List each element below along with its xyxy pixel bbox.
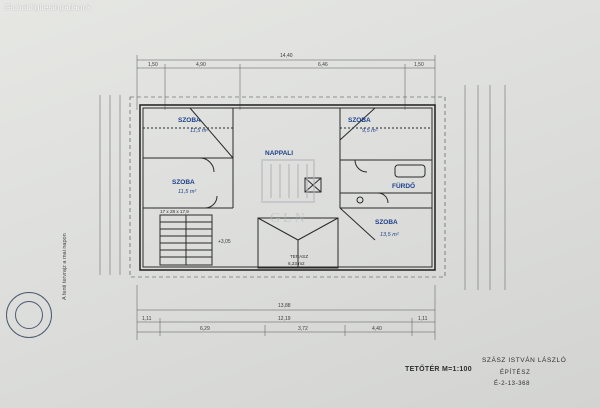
architect-reg: É-2-13-368 <box>494 381 531 387</box>
dim-top-b: 4,90 <box>196 62 206 68</box>
room-label-szoba3: SZOBA <box>172 179 195 186</box>
dim-bottom-a: 6,29 <box>200 326 210 332</box>
room-area-szoba3: 11,5 m² <box>178 189 196 195</box>
room-area-szoba2: 9,5 m² <box>362 128 378 134</box>
floor-title: TETŐTÉR M=1:100 <box>405 366 472 373</box>
room-area-szoba4: 13,5 m² <box>380 232 399 238</box>
dim-top-d: 1,50 <box>414 62 424 68</box>
watermark-logo: GLN <box>261 159 315 226</box>
svg-text:GLN: GLN <box>270 211 308 226</box>
dim-bottom-c: 4,40 <box>372 326 382 332</box>
room-label-szoba4: SZOBA <box>375 219 398 226</box>
dim-bottom-total: 13,88 <box>278 303 291 309</box>
dim-top-total: 14,40 <box>280 53 293 59</box>
dim-bottom-right: 1,11 <box>418 316 428 322</box>
room-label-szoba2: SZOBA <box>348 117 371 124</box>
watermark-text: Globaldigitesingatlanok <box>4 3 92 12</box>
dim-bottom-left: 1,11 <box>142 316 152 322</box>
room-area-szoba1: 11,5 m² <box>190 128 208 134</box>
room-area-terasz: 6,23 m2 <box>288 261 305 266</box>
dim-top-a: 1,50 <box>148 62 158 68</box>
architect-role: ÉPÍTÉSZ <box>500 370 531 376</box>
side-note: A fenti tervrajz a mai napon <box>62 233 68 300</box>
room-label-furdo: FÜRDŐ <box>392 181 415 190</box>
dim-bottom-b: 3,72 <box>298 326 308 332</box>
dim-bottom-total2: 12,19 <box>278 316 291 322</box>
room-label-nappali: NAPPALI <box>265 150 293 157</box>
room-label-terasz: TERASZ <box>290 254 308 259</box>
official-stamp <box>6 292 52 338</box>
dim-stair: 17 x 28 x 17,9 <box>160 209 189 214</box>
dim-top-c: 6,46 <box>318 62 328 68</box>
dim-level: +3,05 <box>218 239 231 245</box>
architect-name: SZÁSZ ISTVÁN LÁSZLÓ <box>482 357 567 364</box>
room-label-szoba1: SZOBA <box>178 117 201 124</box>
